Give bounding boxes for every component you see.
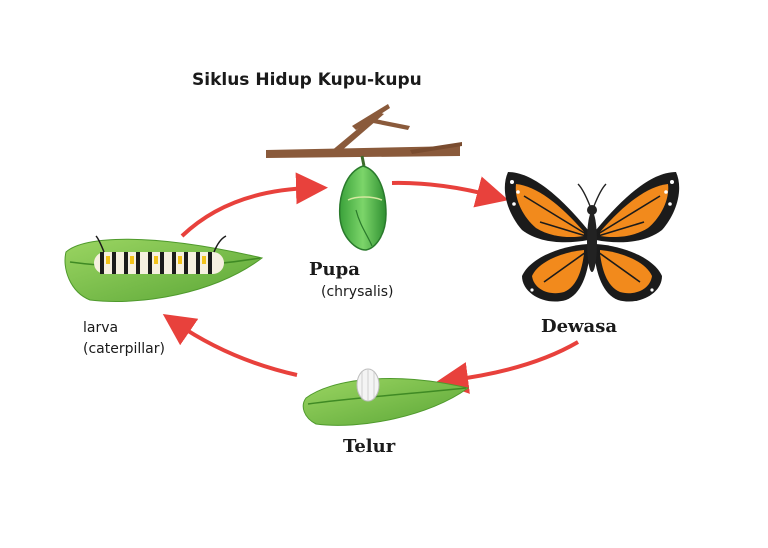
branch-icon: [266, 104, 462, 158]
chrysalis-icon: [338, 155, 387, 251]
butterfly-icon: [504, 172, 680, 302]
egg-leaf-icon: [302, 368, 470, 426]
arrow-larva-to-pupa: [180, 172, 328, 238]
larva-label: larva: [83, 320, 119, 336]
caterpillar-icon: [94, 235, 227, 274]
caterpillar-leaf-icon: [64, 235, 264, 302]
arrow-adult-to-egg: [436, 340, 580, 394]
arrow-pupa-to-adult: [391, 176, 509, 208]
larva-sublabel: (caterpillar): [83, 341, 165, 357]
pupa-sublabel: (chrysalis): [321, 284, 394, 300]
pupa-label: Pupa: [309, 259, 360, 280]
diagram-title: Siklus Hidup Kupu-kupu: [192, 70, 422, 90]
egg-label: Telur: [343, 436, 396, 457]
arrow-egg-to-larva: [162, 313, 298, 377]
adult-label: Dewasa: [541, 316, 618, 337]
